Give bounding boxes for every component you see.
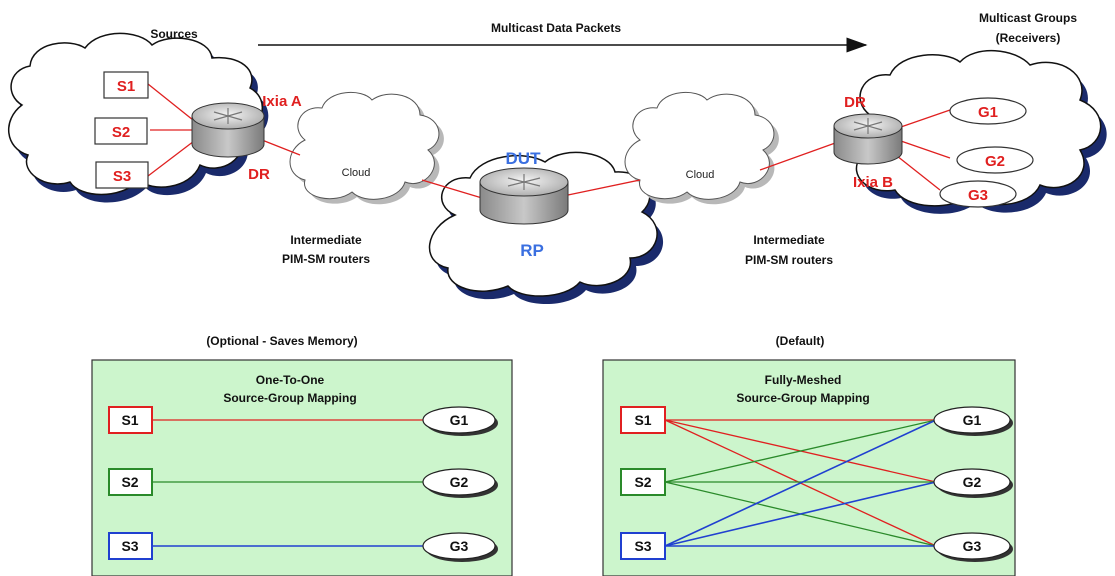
rp-label: RP xyxy=(520,241,544,260)
left-panel-caption: (Optional - Saves Memory) xyxy=(206,334,357,348)
groups-label-line2: (Receivers) xyxy=(996,31,1061,45)
left-group-g1: G1 xyxy=(450,412,469,428)
dr-left-label: DR xyxy=(248,166,270,183)
ixia-a-label: Ixia A xyxy=(262,93,302,110)
router-ixia-a xyxy=(191,102,265,158)
cloud-right-label: Cloud xyxy=(686,169,715,181)
right-source-s1: S1 xyxy=(634,412,651,428)
right-panel: Fully-Meshed Source-Group Mapping S1 S2 … xyxy=(602,359,1016,576)
router-ixia-b xyxy=(833,113,903,165)
intermediate-right-line2: PIM-SM routers xyxy=(745,253,833,267)
right-panel-caption: (Default) xyxy=(776,334,825,348)
top-sources: S1 S2 S3 xyxy=(94,71,149,189)
left-group-g3: G3 xyxy=(450,538,469,554)
left-source-s1: S1 xyxy=(121,412,138,428)
right-source-s2: S2 xyxy=(634,474,651,490)
ixia-b-label: Ixia B xyxy=(853,174,893,191)
left-panel-title-line1: One-To-One xyxy=(256,373,325,387)
right-panel-title-line2: Source-Group Mapping xyxy=(736,391,869,405)
right-group-g1: G1 xyxy=(963,412,982,428)
intermediate-left-line2: PIM-SM routers xyxy=(282,252,370,266)
receivers-cloud xyxy=(845,50,1107,214)
intermediate-cloud-right xyxy=(624,91,779,205)
intermediate-cloud-left xyxy=(289,91,444,205)
right-source-s3: S3 xyxy=(634,538,651,554)
dr-right-label: DR xyxy=(844,94,866,111)
network-links xyxy=(147,83,951,199)
top-source-s1: S1 xyxy=(117,78,135,95)
top-groups: G1 G2 G3 xyxy=(939,97,1034,208)
right-group-g3: G3 xyxy=(963,538,982,554)
right-group-g2: G2 xyxy=(963,474,982,490)
dut-label: DUT xyxy=(506,149,542,168)
groups-label-line1: Multicast Groups xyxy=(979,11,1077,25)
top-group-g3: G3 xyxy=(968,187,988,204)
intermediate-right-line1: Intermediate xyxy=(753,233,825,247)
router-dut xyxy=(479,167,569,225)
intermediate-left-line1: Intermediate xyxy=(290,233,362,247)
top-group-g1: G1 xyxy=(978,104,998,121)
left-source-s3: S3 xyxy=(121,538,138,554)
sources-label: Sources xyxy=(150,27,198,41)
cloud-left-label: Cloud xyxy=(342,167,371,179)
left-panel: One-To-One Source-Group Mapping S1 S2 S3… xyxy=(91,359,513,576)
top-source-s3: S3 xyxy=(113,168,131,185)
right-panel-title-line1: Fully-Meshed xyxy=(765,373,842,387)
left-source-s2: S2 xyxy=(121,474,138,490)
left-panel-title-line2: Source-Group Mapping xyxy=(223,391,356,405)
packets-label: Multicast Data Packets xyxy=(491,21,621,35)
top-source-s2: S2 xyxy=(112,124,130,141)
top-group-g2: G2 xyxy=(985,153,1005,170)
left-group-g2: G2 xyxy=(450,474,469,490)
